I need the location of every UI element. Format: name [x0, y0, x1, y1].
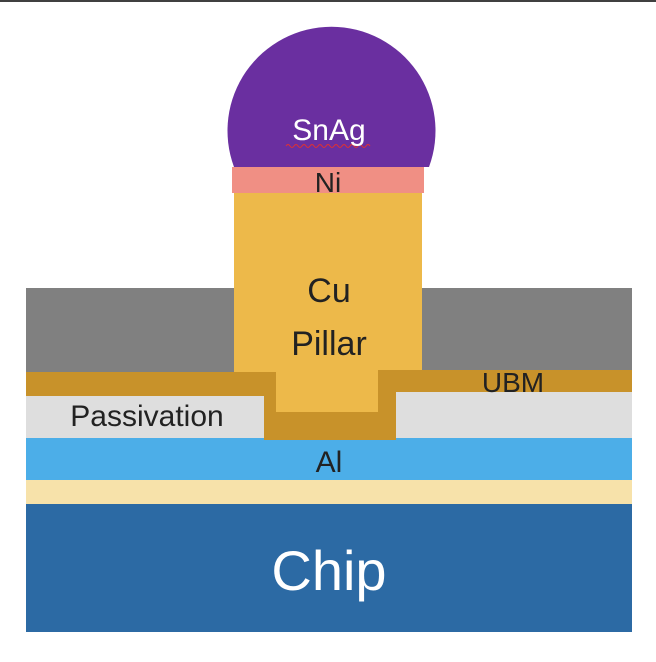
- ubm-layer: [26, 370, 632, 440]
- chip-label: Chip: [271, 539, 386, 602]
- cu-pillar: [234, 192, 422, 412]
- mold-layer-left: [26, 288, 236, 372]
- cu-label: Cu: [307, 272, 350, 310]
- mold-layer-right: [421, 288, 632, 372]
- pillar-label: Pillar: [291, 325, 367, 363]
- passivation-label: Passivation: [70, 400, 223, 433]
- cream-layer: [26, 480, 632, 504]
- al-layer: [26, 438, 632, 480]
- ubm-label: UBM: [482, 367, 544, 398]
- ni-label: Ni: [315, 167, 341, 198]
- chip-layer: [26, 504, 632, 632]
- spellcheck-underline: [285, 144, 371, 148]
- snag-label: SnAg: [292, 114, 365, 147]
- ni-layer: [232, 167, 424, 193]
- al-label: Al: [316, 446, 343, 479]
- snag-solder-cap: [227, 26, 436, 167]
